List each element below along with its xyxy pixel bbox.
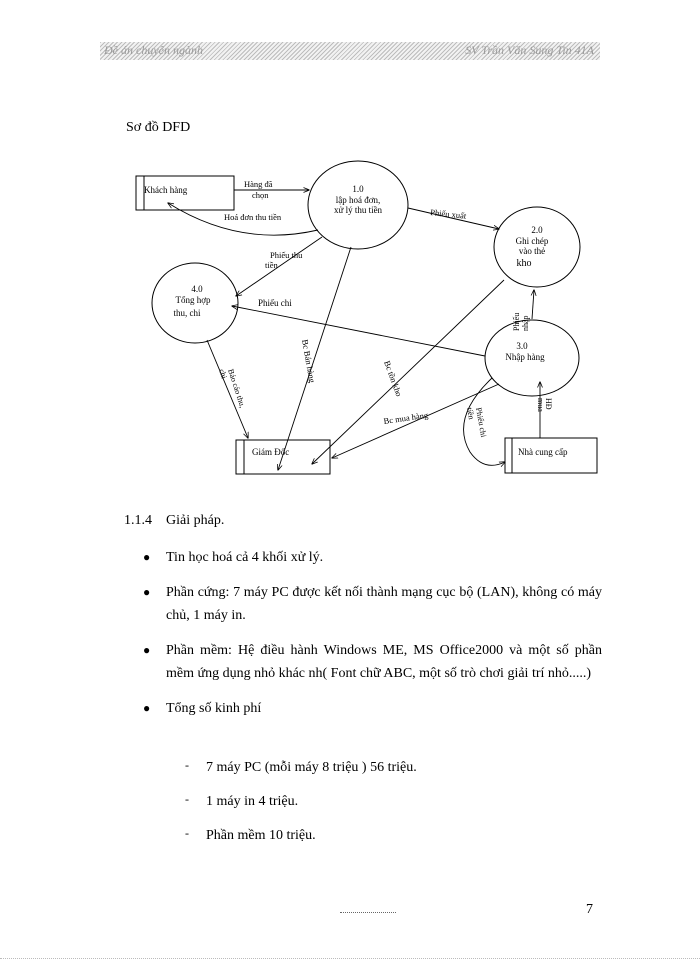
- process-3-line1: Nhập hàng: [505, 352, 545, 362]
- sub-dash: -: [185, 826, 189, 840]
- process-1: 1.0 lập hoá đơn, xử lý thu tiền: [307, 160, 409, 250]
- bullet-item: ● Phần mềm: Hệ điều hành Windows ME, MS O…: [142, 639, 602, 685]
- sub-item: - Phần mềm 10 triệu.: [182, 826, 417, 846]
- solution-number: 1.1.4: [124, 513, 152, 528]
- flow-label-bao-cao-1: Báo cáo thu,: [226, 368, 247, 409]
- sub-item-text: 7 máy PC (mỗi máy 8 triệu ) 56 triệu.: [206, 760, 417, 775]
- flow-hoa-don-thu-tien: [168, 203, 319, 236]
- flow-label-phieu-thu-2: tiền: [265, 260, 278, 270]
- process-4-number: 4.0: [191, 284, 203, 294]
- flow-bao-cao-thu-chi: [206, 339, 248, 438]
- data-flows: [168, 190, 540, 470]
- sub-item: - 1 máy in 4 triệu.: [182, 792, 417, 812]
- process-1-line1: lập hoá đơn,: [336, 195, 381, 205]
- flow-bc-mua-hang: [332, 383, 500, 458]
- flow-label-hd-mua-1: HĐ: [544, 398, 553, 410]
- process-2-line1: Ghi chép: [516, 236, 549, 246]
- flow-label-hang-da-chon-2: chọn: [252, 190, 269, 200]
- flow-label-hang-da-chon-1: Hàng đã: [244, 179, 273, 189]
- bullet-text: Tổng số kinh phí: [166, 701, 262, 716]
- flow-phieu-nhap: [532, 290, 534, 320]
- bullet-text: Phần cứng: 7 máy PC được kết nối thành m…: [166, 585, 602, 623]
- bullet-dot: ●: [143, 585, 151, 599]
- process-2-number: 2.0: [531, 225, 543, 235]
- entity-giam-doc-label: Giám Đốc: [252, 447, 289, 457]
- bullet-text: Phần mềm: Hệ điều hành Windows ME, MS Of…: [166, 643, 602, 681]
- flow-label-hoa-don-thu-tien: Hoá đơn thu tiền: [224, 212, 282, 222]
- solution-heading: 1.1.4 Giải pháp.: [124, 513, 224, 529]
- sub-dash: -: [185, 792, 189, 806]
- entity-giam-doc: Giám Đốc: [235, 439, 331, 475]
- process-4-line2: thu, chi: [174, 308, 201, 318]
- bullet-item: ● Tổng số kinh phí: [142, 697, 602, 720]
- bullet-dot: ●: [143, 550, 151, 564]
- flow-label-phieu-nhap-1: Phiếu: [512, 313, 521, 331]
- flow-label-phieu-chi-tien-1: Phiếu chi: [474, 407, 488, 439]
- process-1-line2: xử lý thu tiền: [334, 205, 383, 215]
- flow-label-phieu-chi-tien-2: tiền: [465, 407, 476, 420]
- process-1-number: 1.0: [352, 184, 364, 194]
- process-2: 2.0 Ghi chép vào thẻ kho: [493, 206, 581, 288]
- flow-phieu-chi: [232, 306, 486, 357]
- bullet-text: Tin học hoá cả 4 khối xử lý.: [166, 550, 324, 565]
- flow-label-bc-ban-hang: Bc Bán hàng: [300, 339, 318, 385]
- header-right-text: SV Trần Văn Sung Tin 41A: [465, 43, 594, 57]
- flow-label-phieu-nhap-2: nhập: [521, 315, 530, 331]
- bullet-dot: ●: [143, 701, 151, 715]
- page-bottom-border: [0, 958, 700, 959]
- solution-bullets: ● Tin học hoá cả 4 khối xử lý. ● Phần cứng…: [142, 546, 602, 732]
- flow-phieu-chi-tien: [463, 377, 505, 465]
- flow-label-phieu-xuat: Phiếu xuất: [430, 207, 468, 221]
- header-left-text: Đề án chuyên ngành: [104, 43, 203, 57]
- sub-item: - 7 máy PC (mỗi máy 8 triệu ) 56 triệu.: [182, 758, 417, 778]
- bullet-item: ● Tin học hoá cả 4 khối xử lý.: [142, 546, 602, 569]
- sub-dash: -: [185, 758, 189, 772]
- process-4-line1: Tổng hợp: [175, 295, 211, 305]
- process-3: 3.0 Nhập hàng: [484, 319, 580, 397]
- process-2-line2: vào thẻ: [519, 246, 545, 256]
- entity-khach-hang-label: Khách hàng: [144, 185, 188, 195]
- bullet-item: ● Phần cứng: 7 máy PC được kết nối thành …: [142, 581, 602, 627]
- bullet-dot: ●: [143, 643, 151, 657]
- section-label: Sơ đồ DFD: [126, 120, 191, 135]
- dfd-diagram: Khách hàng Giám Đốc Nhà cung cấp 1.0 lập…: [135, 160, 598, 475]
- solution-title: Giải pháp.: [166, 513, 225, 528]
- flow-phieu-xuat: [407, 207, 499, 229]
- cost-sub-items: - 7 máy PC (mỗi máy 8 triệu ) 56 triệu. -…: [182, 758, 417, 860]
- flow-label-bc-mua-hang: Bc mua hàng: [383, 410, 430, 426]
- entity-khach-hang: Khách hàng: [135, 175, 235, 211]
- sub-item-text: 1 máy in 4 triệu.: [206, 794, 299, 809]
- process-2-line3: kho: [517, 258, 532, 269]
- flow-label-phieu-thu-1: Phiếu thu: [270, 250, 303, 260]
- flow-label-bao-cao-2: chi: [217, 368, 229, 381]
- entity-nha-cung-cap-label: Nhà cung cấp: [518, 447, 568, 457]
- footer-divider: [340, 912, 396, 913]
- sub-item-text: Phần mềm 10 triệu.: [206, 828, 316, 843]
- flow-bc-ton-kho: [312, 279, 505, 464]
- flow-label-phieu-chi: Phiếu chi: [258, 298, 292, 308]
- flow-bc-ban-hang: [278, 246, 352, 470]
- flow-label-hd-mua-2: mua: [536, 398, 545, 412]
- process-3-number: 3.0: [516, 341, 528, 351]
- page-header: Đề án chuyên ngành SV Trần Văn Sung Tin …: [100, 42, 600, 60]
- process-4: 4.0 Tổng hợp thu, chi: [151, 262, 239, 344]
- page-number: 7: [586, 902, 593, 917]
- flow-phieu-thu: [236, 236, 323, 296]
- entity-nha-cung-cap: Nhà cung cấp: [504, 437, 598, 474]
